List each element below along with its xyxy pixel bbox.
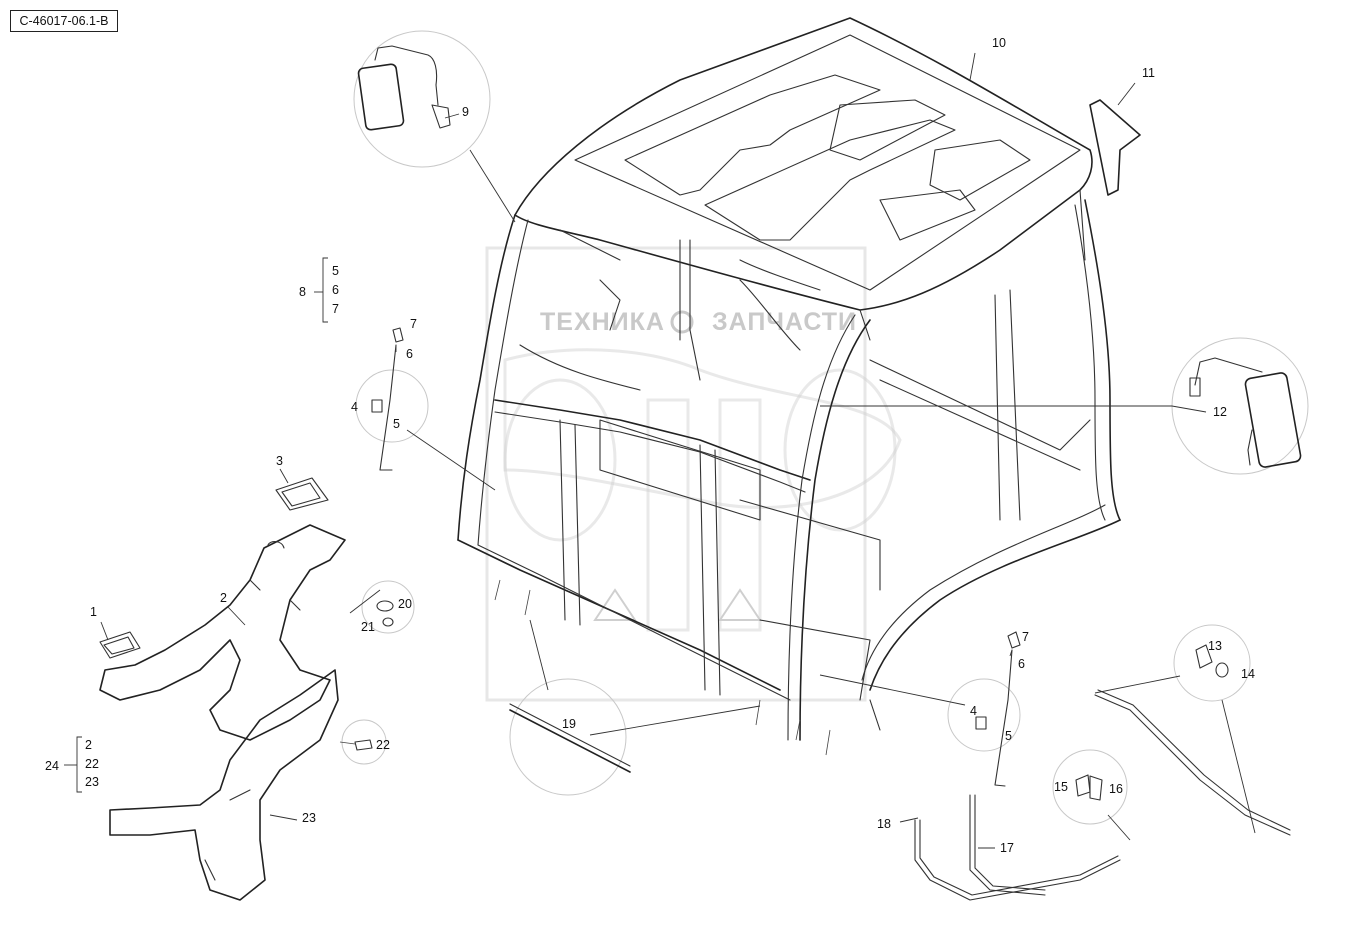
callout-16: 16 [1109, 782, 1123, 796]
callout-24: 24 [45, 759, 59, 773]
callout-7b: 7 [1022, 630, 1029, 644]
mirror-9 [357, 45, 451, 131]
callout-17: 17 [1000, 841, 1014, 855]
cab-roof [514, 17, 1093, 341]
document-code: C-46017-06.1-B [10, 10, 118, 32]
cab-frame [457, 199, 1121, 756]
group-8-item-2: 6 [332, 283, 339, 297]
callout-21: 21 [361, 620, 375, 634]
callout-4a: 4 [351, 400, 358, 414]
callout-4b: 4 [970, 704, 977, 718]
watermark-left-text: ТЕХНИКА [540, 308, 665, 336]
seal-strip-19 [509, 703, 631, 773]
callout-9: 9 [462, 105, 469, 119]
group-8-item-1: 5 [332, 264, 339, 278]
group-8-item-3: 7 [332, 302, 339, 316]
callout-12: 12 [1213, 405, 1227, 419]
callout-2: 2 [220, 591, 227, 605]
callout-20: 20 [398, 597, 412, 611]
callout-14: 14 [1241, 667, 1255, 681]
leader-lines [100, 52, 1256, 849]
callout-8: 8 [299, 285, 306, 299]
seal-11 [1089, 99, 1141, 196]
callout-7a: 7 [410, 317, 417, 331]
fastener-parts [339, 600, 394, 751]
callout-18: 18 [877, 817, 891, 831]
callout-6b: 6 [1018, 657, 1025, 671]
callout-10: 10 [992, 36, 1006, 50]
rod-right [975, 631, 1021, 787]
mirror-12 [1189, 357, 1302, 468]
callout-5b: 5 [1005, 729, 1012, 743]
callout-3: 3 [276, 454, 283, 468]
group-brackets [64, 257, 328, 793]
callout-23: 23 [302, 811, 316, 825]
callout-5a: 5 [393, 417, 400, 431]
callout-15: 15 [1054, 780, 1068, 794]
group-24-item-3: 23 [85, 775, 99, 789]
group-24-item-1: 2 [85, 738, 92, 752]
watermark-right-text: ЗАПЧАСТИ [712, 308, 857, 336]
callout-22: 22 [376, 738, 390, 752]
watermark: ТЕХНИКА ЗАПЧАСТИ [485, 246, 902, 702]
callout-11: 11 [1142, 66, 1155, 80]
callout-13: 13 [1208, 639, 1222, 653]
duct-assembly [99, 477, 346, 901]
callout-19: 19 [562, 717, 576, 731]
hose-assembly [914, 644, 1291, 901]
detail-circles [341, 30, 1309, 825]
rod-left [371, 327, 404, 471]
callout-1: 1 [90, 605, 97, 619]
gear-icon [670, 310, 694, 334]
callout-6a: 6 [406, 347, 413, 361]
callout-labels: 10 11 9 12 8 5 6 7 7 6 4 5 3 2 1 20 21 2… [45, 36, 1255, 855]
group-24-item-2: 22 [85, 757, 99, 771]
